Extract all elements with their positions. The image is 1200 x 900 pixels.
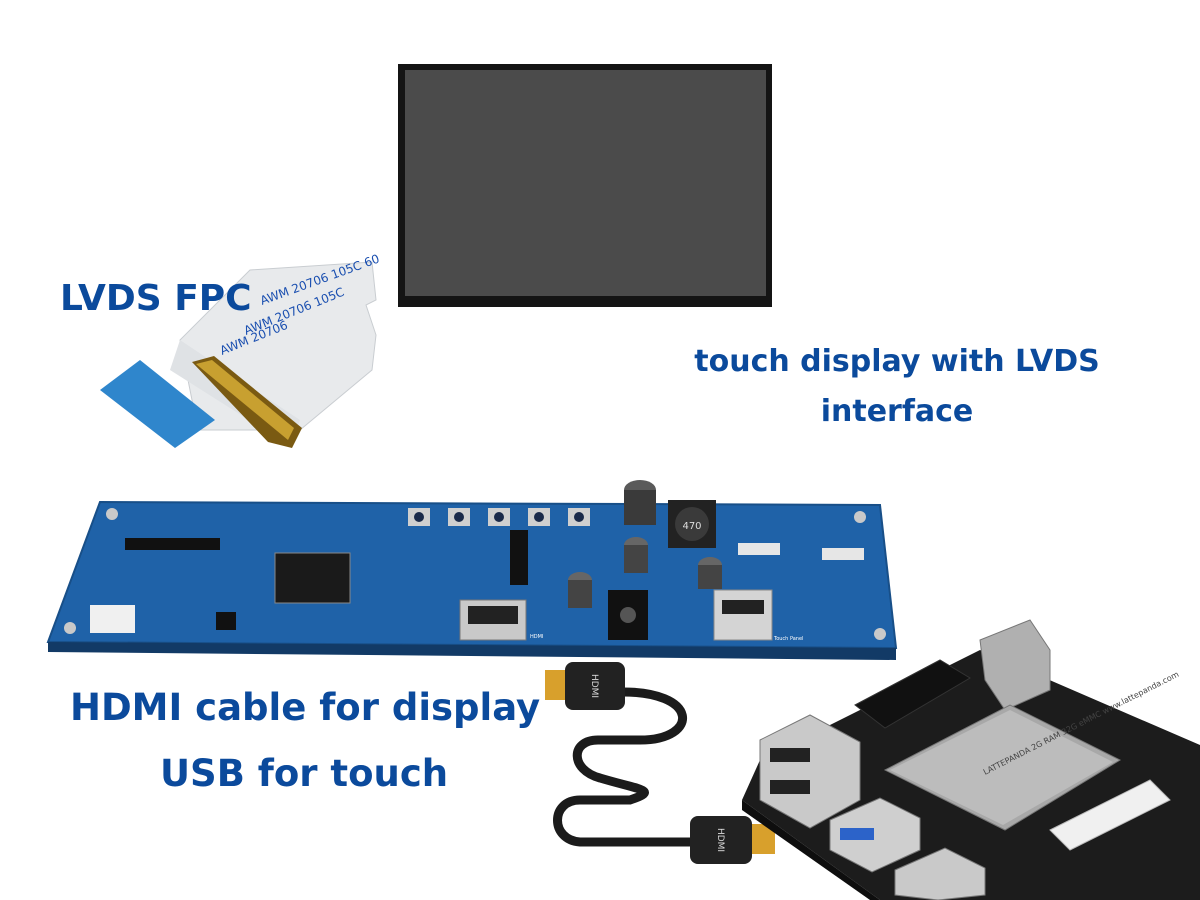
lvds-fpc-label: LVDS FPC [60, 278, 252, 319]
hdmi-plug-text-top: HDMI [589, 674, 599, 698]
driver-board: 470 HDMI Touch Panel [46, 480, 898, 660]
usb-port-label: Touch Panel [773, 636, 803, 642]
hdmi-plug-text-bottom: HDMI [715, 828, 725, 852]
lvds-fpc-cable: AWM 20706 AWM 20706 105C AWM 20706 105C … [100, 252, 381, 448]
hdmi-cable: HDMI HDMI [545, 662, 775, 864]
usb-touch-label: USB for touch [160, 752, 449, 795]
touch-display-label: touch display with LVDS interface [694, 344, 1100, 429]
hdmi-cable-label: HDMI cable for display [70, 686, 541, 729]
inductor-marking: 470 [682, 521, 701, 532]
hdmi-port-label: HDMI [530, 634, 543, 640]
touch-display-panel [398, 64, 772, 307]
single-board-computer: LATTEPANDA 2G RAM 32G eMMC www.lattepand… [742, 619, 1200, 900]
